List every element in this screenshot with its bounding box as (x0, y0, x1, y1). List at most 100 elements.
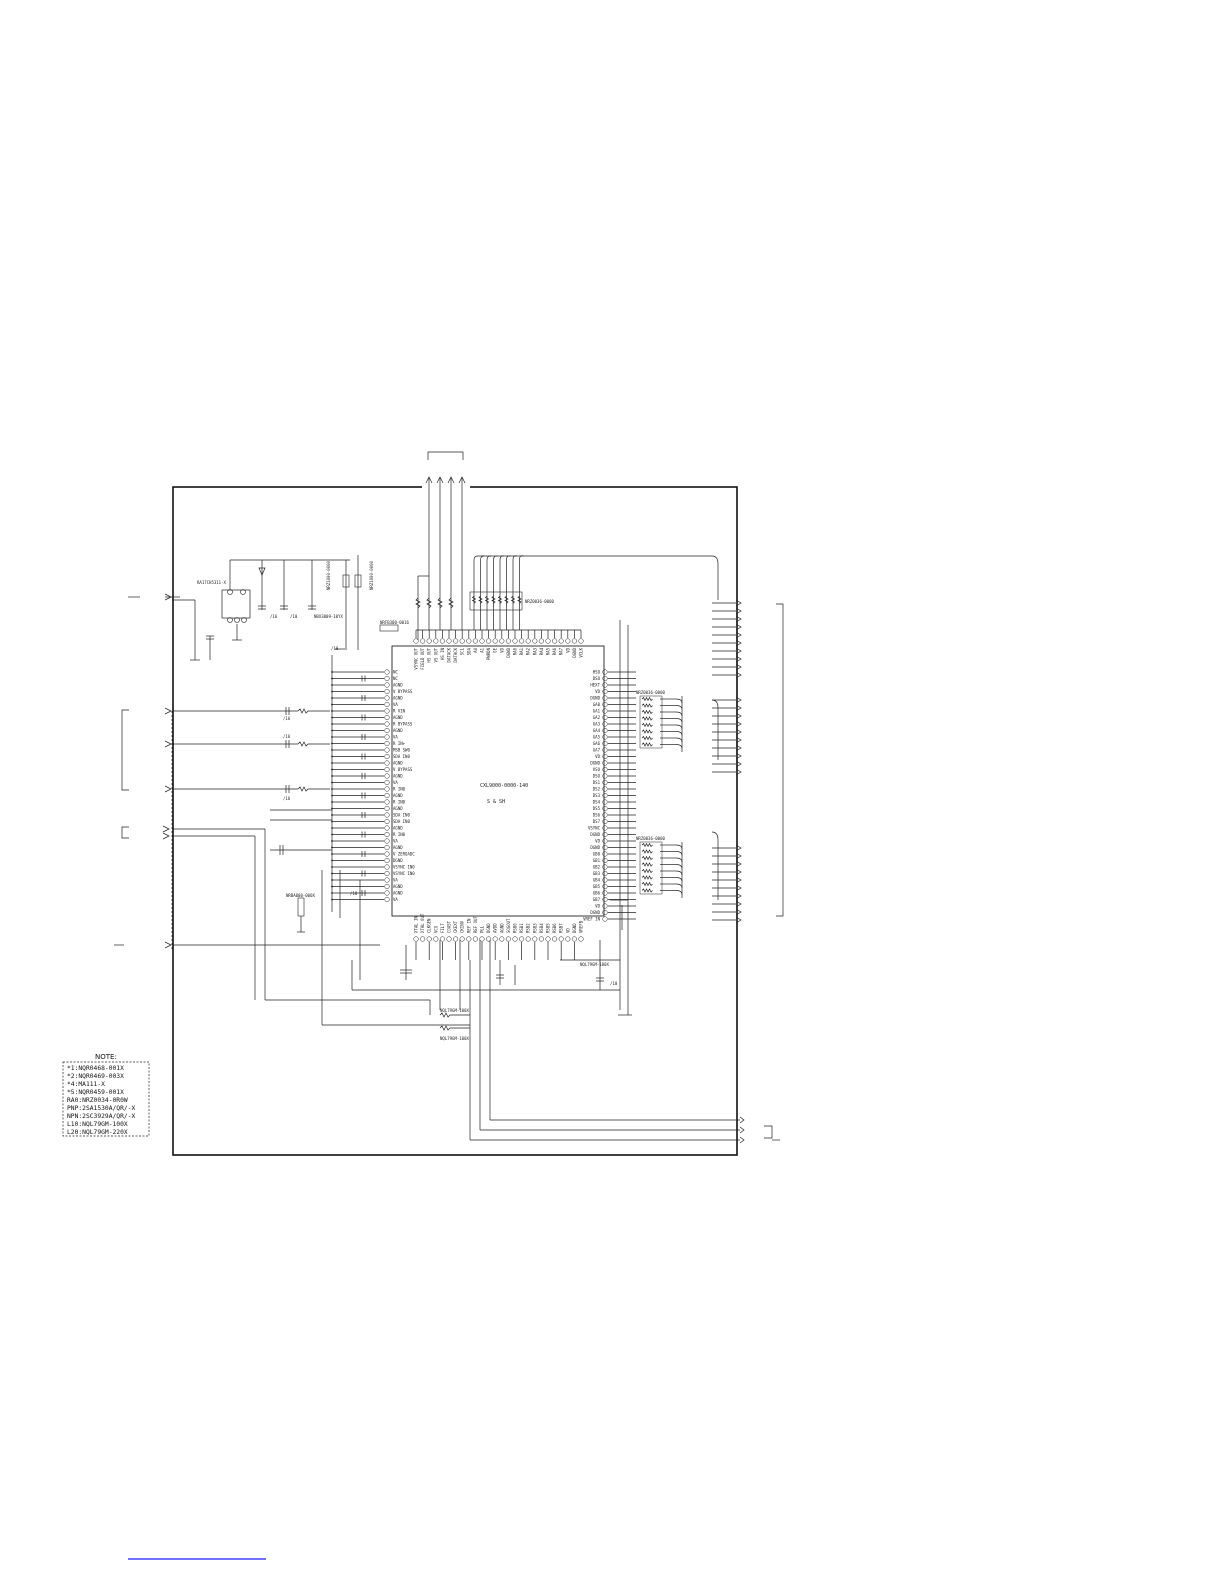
ic-pin (384, 877, 390, 883)
ic-pin-label: R BYPASS (393, 722, 413, 727)
resistor-top-b-label: NRZ1000-0000 (369, 561, 374, 590)
ic-pin-label: GA6 (593, 741, 601, 746)
ic-pin (384, 773, 390, 779)
ic-pin (472, 936, 478, 942)
ic-pin (602, 760, 608, 766)
ic-pin-label: RSB3 (532, 923, 537, 933)
ic-pin-label: DGND (590, 845, 600, 850)
ic-pin-label: DS3 (593, 793, 601, 798)
ic-pin (384, 669, 390, 675)
ic-pin (602, 864, 608, 870)
ic-pin (602, 773, 608, 779)
ic-pin (384, 792, 390, 799)
cap-label-1: /10 (331, 646, 339, 651)
main-ic-part-number: CXL9000-0000-140 (480, 783, 528, 789)
ic-pin (439, 638, 445, 644)
ic-pin-label: VSYNC IN0 (393, 871, 415, 876)
ic-pin-label: VD (565, 647, 570, 652)
ic-pin (384, 831, 390, 838)
ic-pin (384, 682, 390, 688)
ic-pin (413, 638, 419, 644)
ic-pin (602, 916, 608, 922)
ic-pin-label: RSB2 (526, 923, 531, 933)
array-top-label: NRZ0036-0000 (525, 599, 554, 604)
ic-pin (420, 936, 426, 942)
ic-pin-label: FIELD OUT (420, 647, 425, 669)
ic-pin-label: SDA IN0 (393, 813, 410, 818)
bottom-components: NRBA000-000X NQL79GM-100X NQL79GM-100X N… (286, 620, 780, 1144)
resistor-top-label: NRZ1000-0000 (326, 561, 331, 590)
ic-pin (433, 936, 439, 942)
ic-pin (558, 638, 564, 644)
ic-pin-label: VD (595, 754, 600, 759)
top-output-bus (425, 451, 466, 630)
ic-pin (519, 638, 525, 644)
ic-pin (384, 864, 390, 870)
ic-pin-label: RA1 (519, 647, 524, 655)
ic-pin (545, 638, 551, 644)
ic-pin (602, 701, 608, 708)
ic-pin (384, 890, 390, 896)
ic-pin (602, 896, 608, 903)
ic-pin-label: VA (393, 702, 398, 707)
ic-pin (602, 838, 608, 844)
ic-pin (602, 890, 608, 896)
cap-label-6: /10 (290, 614, 298, 619)
ic-pin-label: VCLK (579, 647, 584, 657)
ic-pin (384, 786, 390, 792)
ic-pin-label: AVDD (493, 923, 498, 933)
ic-pin-label: GA5 (593, 735, 601, 740)
ic-pin (602, 779, 608, 786)
ic-pin (384, 825, 390, 831)
ic-pin (492, 638, 498, 644)
cap-label-7: /10 (610, 981, 618, 986)
ic-pin-label: VA (393, 780, 398, 785)
ic-pin-label: COAST (447, 920, 452, 933)
ic-pin (602, 786, 608, 792)
ic-pin (384, 838, 390, 844)
ic-pin-label: DSO (593, 676, 601, 681)
right-resistor-array-b: NRZ0036-0000 (636, 836, 683, 898)
ic-pin (486, 936, 492, 942)
ic-pin-label: HS IN (440, 647, 445, 660)
ic-pin-label: SDA IN0 (393, 819, 410, 824)
ic-pin (384, 851, 390, 857)
ic-pin-label: V BYPASS (393, 689, 413, 694)
ic-pin (459, 638, 465, 644)
ic-pin (602, 792, 608, 799)
ic-pin-label: SDA IN0 (393, 754, 410, 759)
ic-pin-label: DATACK (453, 647, 458, 662)
right-pin-column: HSODSOHEXTVDDGNDGA0GA1GA2GA3GA4GA5GA6GA7… (583, 669, 636, 922)
ic-pin (384, 805, 390, 812)
ic-pin (538, 936, 544, 942)
ic-pin-label: GA7 (593, 748, 601, 753)
ic-pin (602, 669, 608, 675)
ic-pin-label: AGND (393, 891, 403, 896)
ic-pin-label: HSO (593, 670, 601, 675)
ic-pin-label: DS5 (593, 806, 601, 811)
ic-pin (602, 747, 608, 753)
ic-pin-label: SCL (460, 647, 465, 655)
ic-pin-label: RSB1 (519, 923, 524, 933)
ic-pin (499, 638, 505, 644)
ic-pin (552, 638, 558, 644)
ic-pin (602, 877, 608, 883)
top-resistors: NRZ1000-0000 NRZ1000-0000 NRFB300-0016 (326, 555, 454, 650)
ic-pin (420, 638, 426, 644)
ic-pin-label: DSO (593, 774, 601, 779)
ic-pin-label: PWRDN (486, 647, 491, 660)
ic-pin-label: VD (565, 928, 570, 933)
ic-pin (384, 779, 390, 786)
ic-pin (602, 825, 608, 831)
ic-pin (446, 936, 452, 942)
ic-pin-label: RSB5 (546, 923, 551, 933)
ic-pin-label: NC (393, 676, 398, 681)
ic-pin (479, 638, 485, 644)
ic-pin (453, 936, 459, 942)
ic-pin-label: PLL (480, 925, 485, 933)
ic-pin-label: VA (393, 897, 398, 902)
ic-pin (384, 727, 390, 734)
ic-pin (602, 734, 608, 740)
ic-pin (602, 812, 608, 818)
